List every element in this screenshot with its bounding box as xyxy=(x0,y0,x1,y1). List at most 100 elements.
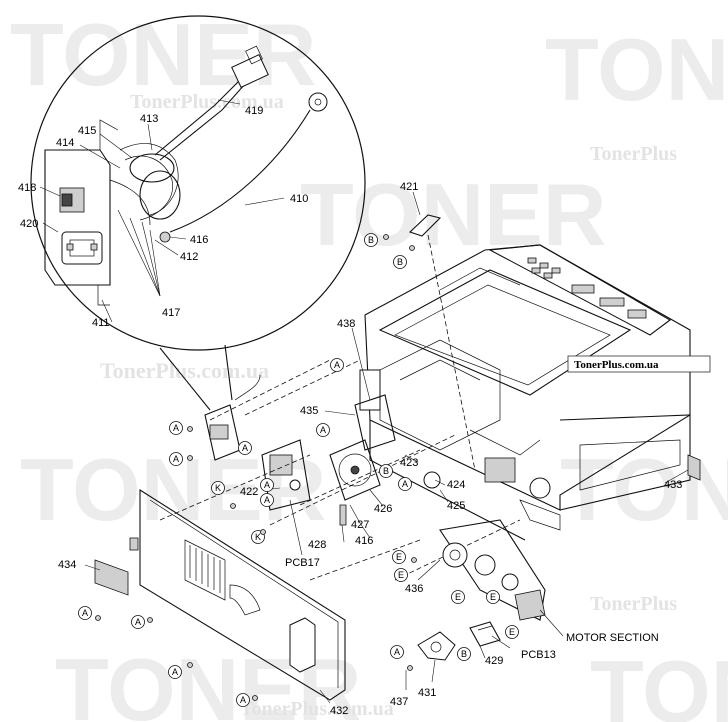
rear-cover-432 xyxy=(129,488,346,701)
lead-419 xyxy=(217,99,241,105)
guide-3 xyxy=(299,449,421,506)
gear-424 xyxy=(423,471,441,489)
screw-marker-a: A xyxy=(260,493,274,507)
label-435: 435 xyxy=(300,405,318,417)
label-438: 438 xyxy=(337,318,355,330)
cover-tab xyxy=(129,537,139,551)
psu-transformer xyxy=(269,454,293,476)
ground-wire-410 xyxy=(169,109,311,233)
label-sheet-434 xyxy=(94,559,129,596)
side-vent xyxy=(359,369,381,411)
motor-gear-1-hub xyxy=(449,549,461,561)
site-box xyxy=(567,355,711,373)
label-415: 415 xyxy=(78,125,96,137)
screw-marker-a: A xyxy=(236,693,250,707)
guide-421 xyxy=(427,234,476,471)
svg-text:A: A xyxy=(320,425,326,435)
knob-431 xyxy=(417,631,456,661)
label-418: 418 xyxy=(18,182,36,194)
label-428: 428 xyxy=(308,539,326,551)
svg-text:A: A xyxy=(82,608,88,618)
lead-414 xyxy=(79,144,121,169)
connector-419-latch xyxy=(245,45,263,65)
svg-text:A: A xyxy=(240,695,246,705)
screw-marker-b: B xyxy=(379,464,393,478)
label-432: 432 xyxy=(330,705,348,717)
screw-marker-e: E xyxy=(392,550,406,564)
label-413: 413 xyxy=(140,113,158,125)
cable-419-b xyxy=(159,83,246,161)
svg-text:A: A xyxy=(394,647,400,657)
lead-418 xyxy=(39,186,61,197)
svg-text:E: E xyxy=(509,627,515,637)
machine-body: TonerPlus.com.ua xyxy=(359,214,711,541)
screw-markers: B B A A A A A A xyxy=(78,233,519,707)
pcb-module xyxy=(484,457,516,483)
svg-text:B: B xyxy=(397,257,403,267)
lead-413 xyxy=(147,123,153,151)
svg-text:E: E xyxy=(398,570,404,580)
rear-cover-outline xyxy=(139,488,346,701)
inlet-housing xyxy=(44,149,111,286)
inlet-switch xyxy=(209,424,229,440)
screw-marker-a: A xyxy=(78,606,92,620)
label-411: 411 xyxy=(92,317,110,329)
svg-text:E: E xyxy=(396,552,402,562)
cartridge-bay xyxy=(379,339,501,451)
lead-417-d xyxy=(149,229,161,297)
lead-417-a xyxy=(117,209,161,297)
screw-marker-a: A xyxy=(330,358,344,372)
svg-text:A: A xyxy=(334,360,340,370)
wire-loop-1 xyxy=(119,143,179,216)
screw-416 xyxy=(159,231,171,243)
label-416-main: 416 xyxy=(355,535,373,547)
svg-text:A: A xyxy=(173,454,179,464)
pcb13-board xyxy=(469,621,501,647)
drive-rail xyxy=(469,429,541,456)
ferrite-core-top xyxy=(129,153,175,183)
scanner-glass-area xyxy=(378,269,632,396)
guide-6 xyxy=(394,519,521,581)
screw-marker-e: E xyxy=(451,590,465,604)
cover-vent-block xyxy=(184,539,226,601)
lead-411 xyxy=(101,299,113,323)
housing-top xyxy=(99,119,119,150)
inlet-cable xyxy=(234,374,261,401)
label-419: 419 xyxy=(245,105,263,117)
connector-419 xyxy=(231,54,269,88)
site-box-text: TonerPlus.com.ua xyxy=(574,359,659,371)
cable-419 xyxy=(154,79,241,156)
label-429: 429 xyxy=(485,655,503,667)
watermark-brand-right: TONER xyxy=(545,20,728,119)
knob-431-center xyxy=(430,641,442,653)
label-431: 431 xyxy=(418,687,436,699)
screw-marker-a: A xyxy=(169,421,183,435)
screw-marker-b: B xyxy=(457,647,471,661)
label-motor-section: MOTOR SECTION xyxy=(566,632,659,644)
guide-1 xyxy=(209,359,331,421)
label-436: 436 xyxy=(405,583,423,595)
lead-417-b xyxy=(129,217,161,297)
part-428 xyxy=(339,504,347,526)
svg-text:E: E xyxy=(455,592,461,602)
inlet-pin-left xyxy=(66,243,74,251)
watermark-site: TonerPlus.com.ua xyxy=(130,91,284,113)
screw-marker-b: B xyxy=(364,233,378,247)
label-pcb13: PCB13 xyxy=(521,649,556,661)
guide-4 xyxy=(269,434,456,526)
magnifier-pointer-left xyxy=(159,347,211,411)
motor-gear-2 xyxy=(474,554,496,576)
svg-text:A: A xyxy=(172,667,178,677)
motor-gear-1 xyxy=(442,542,468,568)
svg-text:A: A xyxy=(264,480,270,490)
watermark-site-bottom: TonerPlus.com.ua xyxy=(240,698,394,720)
motor-gear-3 xyxy=(501,573,519,591)
wire-loop-2 xyxy=(124,155,173,221)
label-414: 414 xyxy=(56,137,74,149)
base-front-edge xyxy=(369,420,526,541)
lead-415 xyxy=(99,133,133,159)
svg-text:A: A xyxy=(173,423,179,433)
label-437: 437 xyxy=(390,696,408,708)
label-422: 422 xyxy=(240,486,258,498)
